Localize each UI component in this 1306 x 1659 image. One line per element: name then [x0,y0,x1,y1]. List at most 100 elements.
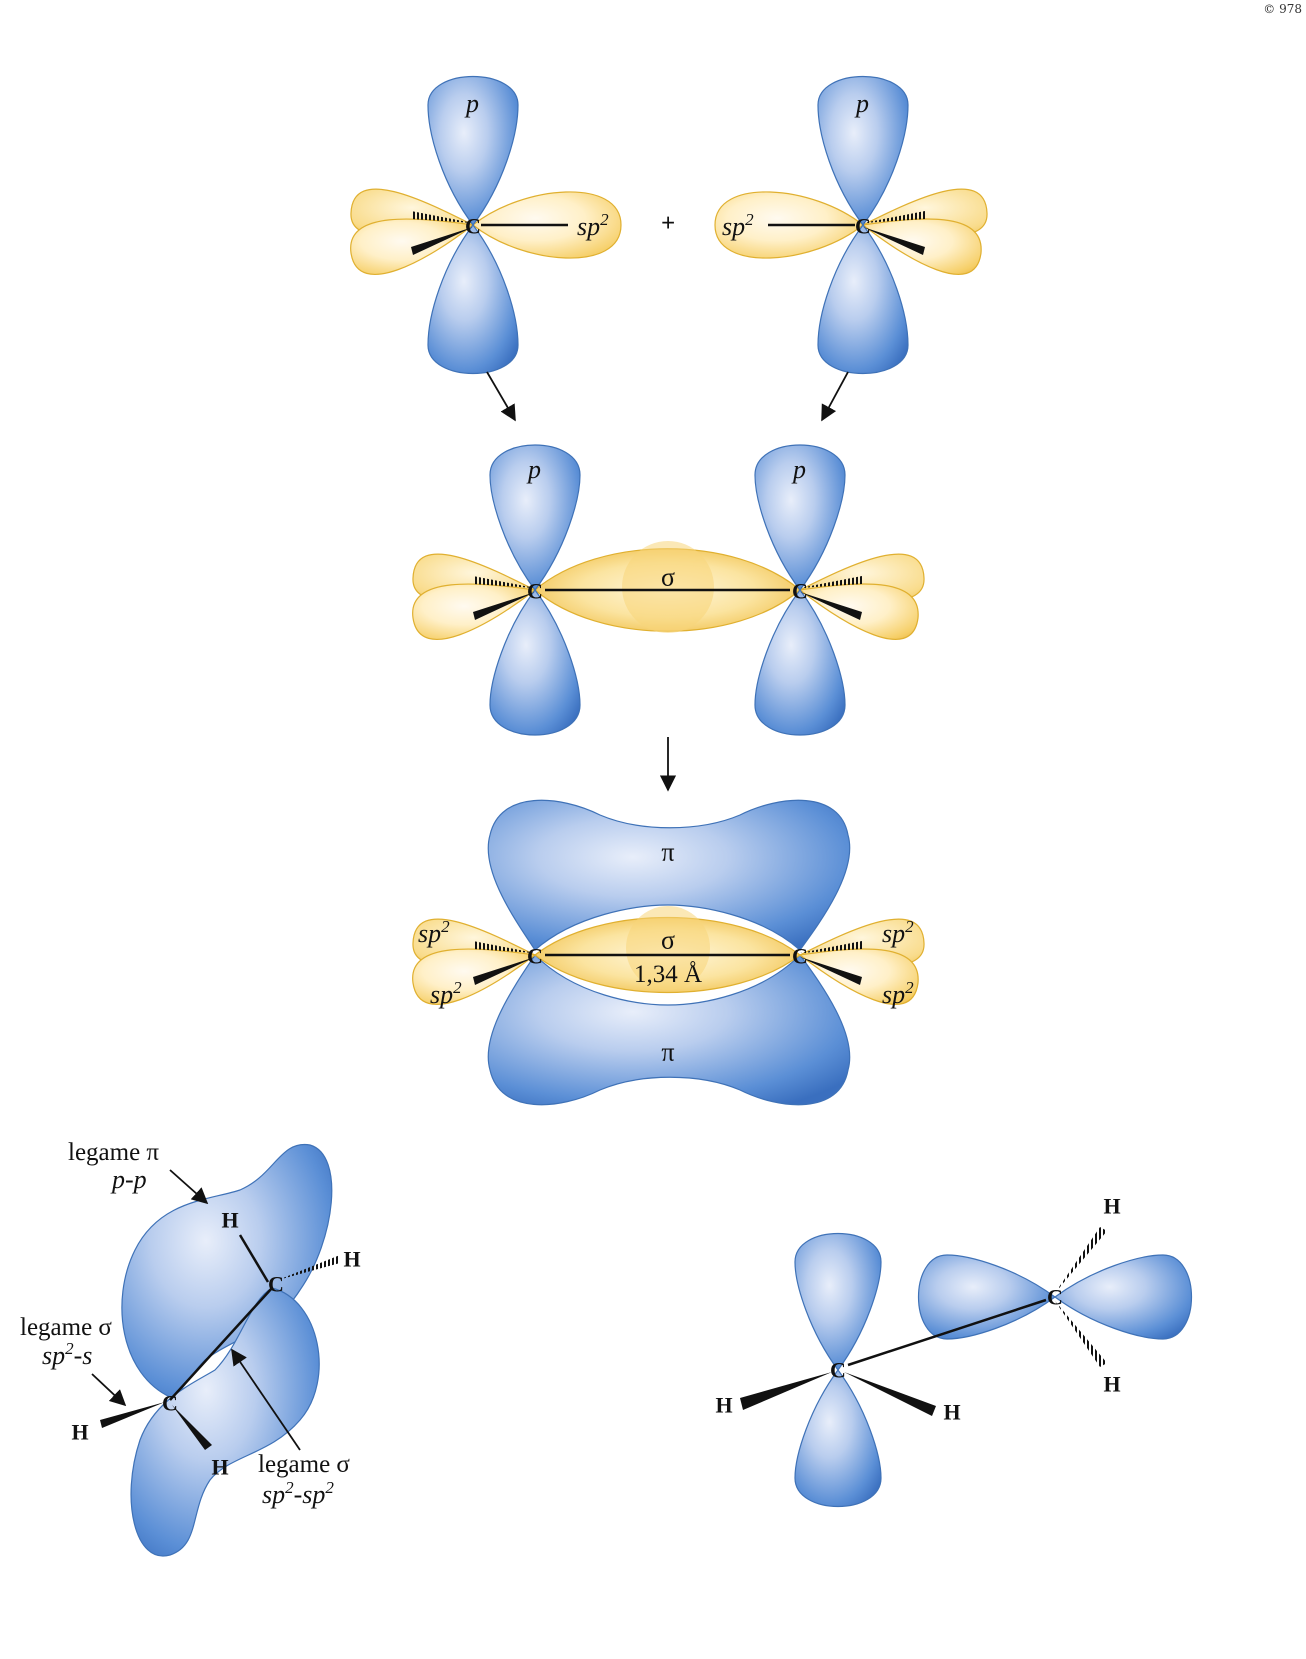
carbon-left-sp2 [412,918,537,1005]
pi-label-bottom: π [661,1038,674,1067]
carbon-left-orbitals [412,444,581,736]
p-lobe-right [1053,1254,1192,1340]
pi-cloud-top [487,799,851,951]
sigma-label: σ [661,926,675,955]
hash-bond [800,941,862,953]
plus-sign: + [661,210,675,237]
carbon-atom-right: C [792,579,808,604]
carbon-atom-right: C [792,944,808,969]
sigma-bond-line [169,1287,273,1401]
sigma-overlap-core [622,541,714,633]
carbon-right-orbitals [714,76,988,374]
copyright-text: © 978 [1263,2,1302,16]
sp2-label: sp2 [577,210,609,241]
p-lobe-down [817,223,909,374]
sigma-sp2sp2-type: sp2-sp2 [262,1478,334,1509]
wedge-bond [800,957,862,985]
hydrogen-atom: H [1103,1372,1120,1397]
hash-bond [411,211,473,223]
carbon-right-sp2 [798,918,925,1005]
carbon-atom-label: C [465,214,481,239]
sp2-label-top-left: sp2 [418,917,450,948]
sp2-label-bottom-left: sp2 [430,978,462,1009]
hash-bond [863,211,925,223]
carbon-right-p-orbital [918,1227,1192,1367]
wedge-bond [800,592,862,620]
p-lobe-down [754,588,846,736]
panel-separate-carbons: p C sp2 + p C sp2 [350,76,988,422]
pi-bond-arrow [169,1169,209,1205]
hydrogen-atom: H [943,1400,960,1425]
carbon-left-p-orbital [740,1233,936,1507]
sp2-label: sp2 [722,210,754,241]
hydrogen-atom: H [71,1420,88,1445]
wedge-bond [473,957,535,985]
arrow-left-down [486,371,516,422]
panel-perspective-ethylene: C C H H H H legame π p-p legame σ sp2-s … [20,1139,361,1557]
hydrogen-atom: H [211,1455,228,1480]
sigma-sp2sp2-arrow [231,1348,301,1451]
p-lobe-up [754,444,846,592]
sigma-sp2s-label: legame σ [20,1314,112,1341]
wedge-bond-right [844,1372,936,1416]
pi-lobe-upper [121,1143,333,1399]
carbon-atom-lower: C [162,1391,178,1416]
carbon-atom-left: C [527,579,543,604]
sigma-label: σ [661,563,675,592]
sigma-sp2s-arrow [91,1373,127,1407]
pi-bond-type: p-p [110,1165,147,1194]
panel-sigma-bond: p p σ C C [412,444,925,792]
hash-bond-down [1055,1301,1107,1367]
carbon-atom-left: C [830,1358,846,1383]
wedge-bond [863,227,925,255]
hydrogen-atom: H [1103,1194,1120,1219]
bond-c-h-top [238,1234,270,1283]
p-label-left: p [526,455,541,484]
p-lobe-down [794,1368,882,1507]
carbon-atom-label: C [855,214,871,239]
sigma-sp2sp2-label: legame σ [258,1451,350,1478]
p-lobe-up [817,76,909,227]
carbon-atom-upper: C [268,1272,284,1297]
carbon-atom-right: C [1047,1285,1063,1310]
pi-lobe-lower [130,1287,320,1557]
p-label: p [464,89,479,118]
bond-length-label: 1,34 Å [634,961,702,988]
carbon-atom-left: C [527,944,543,969]
panel-twisted-ethylene: C C H H H H [715,1194,1192,1507]
sigma-overlap-core [626,906,710,990]
p-lobe-left [918,1254,1057,1340]
sp2-label-bottom-right: sp2 [882,978,914,1009]
hash-bond [278,1255,340,1280]
wedge-bond-right [172,1405,212,1450]
pi-label-top: π [661,838,674,867]
p-lobe-down [427,223,519,374]
wedge-bond-left [100,1402,165,1428]
wedge-bond [473,592,535,620]
p-label: p [854,89,869,118]
sigma-bond-line [847,1298,1047,1367]
hydrogen-atom: H [715,1393,732,1418]
p-label-right: p [791,455,806,484]
sigma-sp2s-type: sp2-s [42,1339,92,1370]
p-lobe-up [489,444,581,592]
hash-bond [473,576,535,588]
wedge-bond-left [740,1372,832,1410]
arrow-right-down [821,371,849,422]
carbon-left-orbitals [350,76,622,374]
panel-double-bond: π π σ 1,34 Å C C sp2 sp2 sp2 sp2 [412,799,925,1106]
p-lobe-up [794,1233,882,1372]
hydrogen-atom: H [343,1247,360,1272]
hash-bond [473,941,535,953]
p-lobe-down [489,588,581,736]
pi-cloud-bottom [487,954,851,1106]
hydrogen-atom: H [221,1208,238,1233]
hash-bond [800,576,862,588]
p-lobe-up [427,76,519,227]
hash-bond-up [1055,1227,1107,1293]
carbon-right-orbitals [754,444,925,736]
wedge-bond [411,227,473,255]
sp2-label-top-right: sp2 [882,917,914,948]
pi-bond-label: legame π [68,1139,159,1166]
